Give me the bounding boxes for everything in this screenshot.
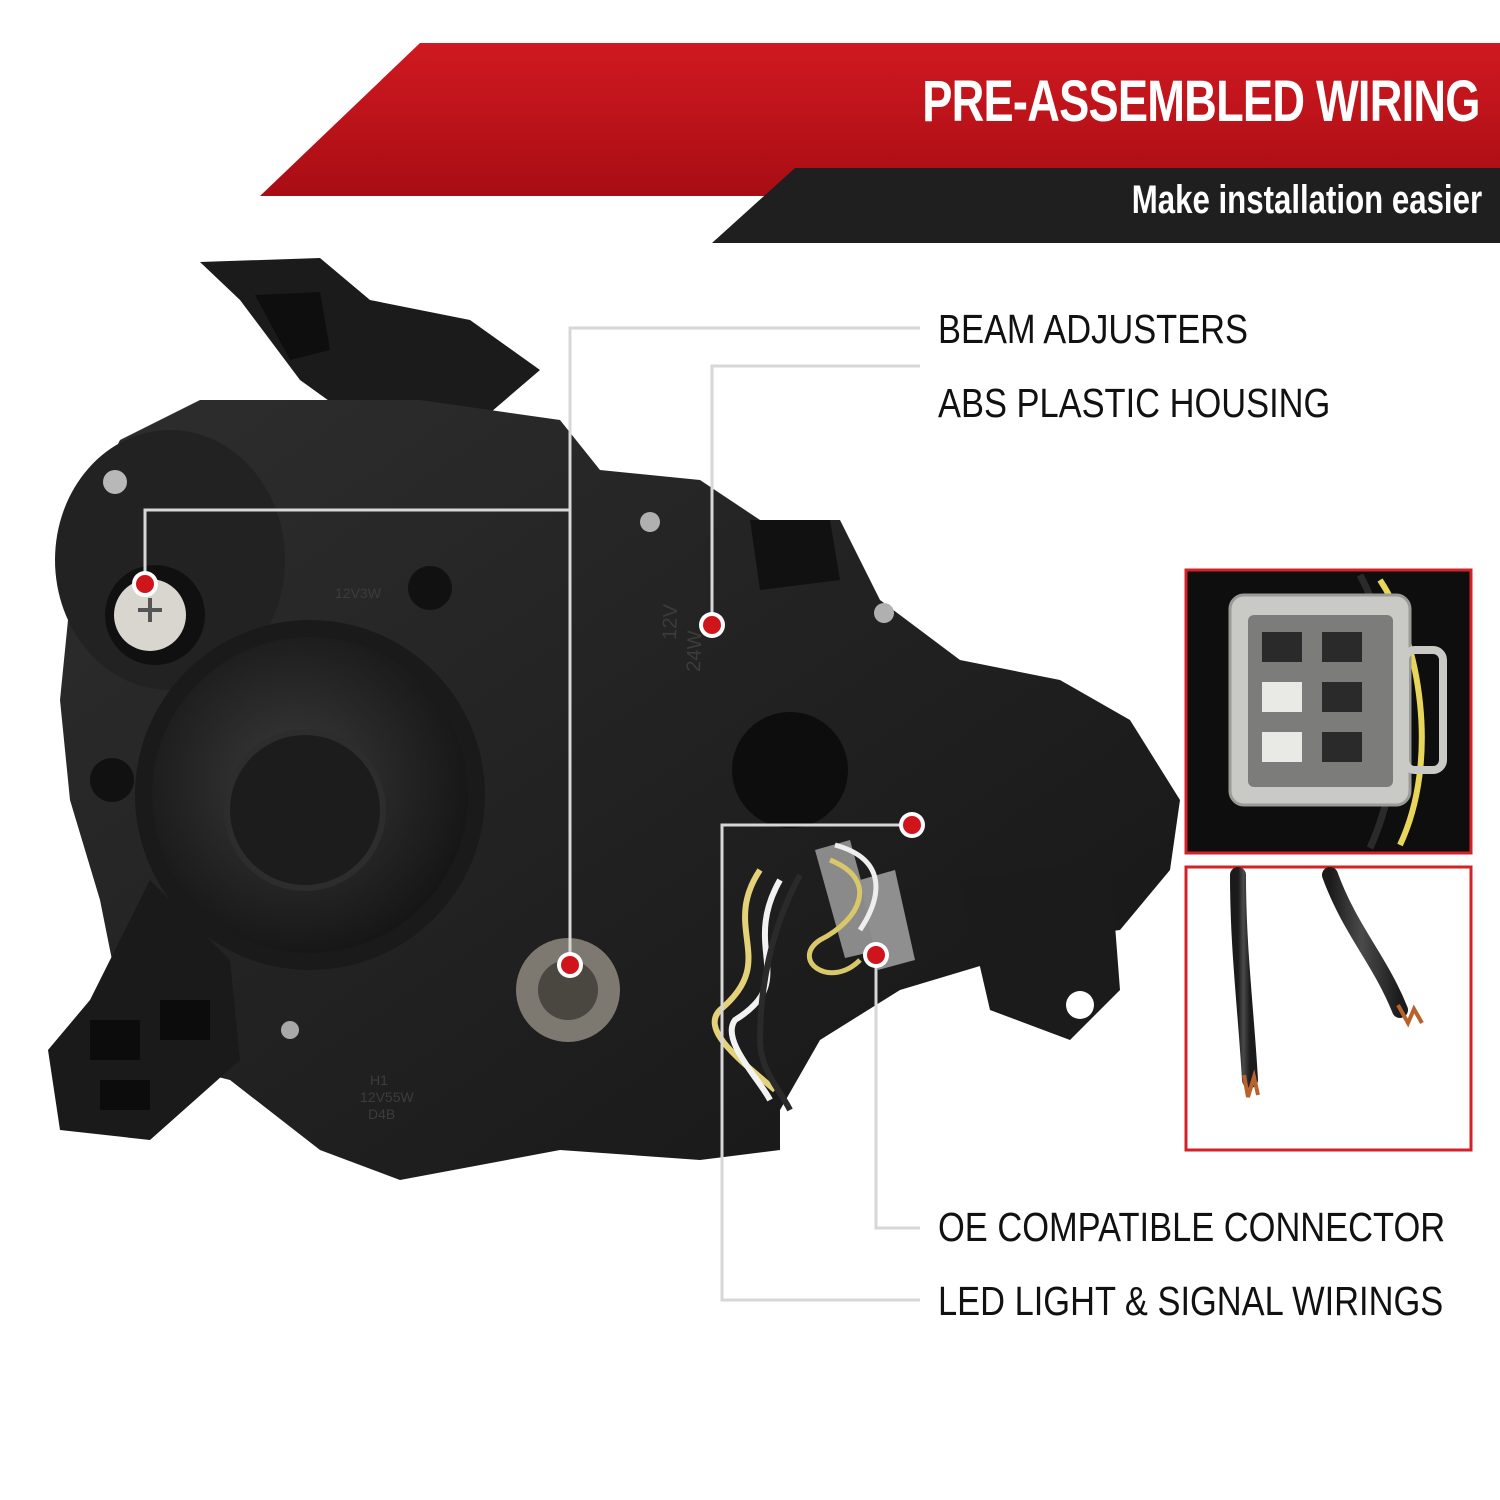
leader-lines — [143, 326, 920, 1302]
marking-12v3w: 12V3W — [335, 585, 382, 601]
callout-led-light-signal-wirings: LED LIGHT & SIGNAL WIRINGS — [938, 1278, 1444, 1324]
marking-d4b: D4B — [368, 1106, 395, 1122]
callout-abs-plastic-housing: ABS PLASTIC HOUSING — [938, 380, 1331, 426]
leader-line-wirings — [720, 823, 920, 1302]
title-banner — [260, 43, 1500, 196]
marking-12v55w: 12V55W — [360, 1089, 414, 1105]
inset-wires-photo — [1184, 865, 1473, 1152]
banner-title: PRE-ASSEMBLED WIRING — [922, 69, 1481, 134]
callout-oe-compatible-connector: OE COMPATIBLE CONNECTOR — [938, 1204, 1446, 1250]
marking-12v: 12V — [659, 603, 682, 640]
inset-connector-photo — [1184, 568, 1473, 855]
callout-beam-adjusters: BEAM ADJUSTERS — [938, 306, 1249, 352]
leader-line-beam-adjusters — [143, 326, 920, 965]
leader-line-oe-connector — [874, 955, 920, 1230]
banner-subtitle: Make installation easier — [1131, 178, 1482, 222]
headlight-assembly: 12V 24W 12V3W H1 12V55W D4B — [48, 258, 1180, 1180]
marking-h1: H1 — [370, 1072, 388, 1088]
marker-dots — [132, 571, 925, 978]
leader-line-housing — [710, 364, 920, 625]
subtitle-banner — [712, 168, 1500, 243]
marking-24w: 24W — [683, 630, 706, 672]
